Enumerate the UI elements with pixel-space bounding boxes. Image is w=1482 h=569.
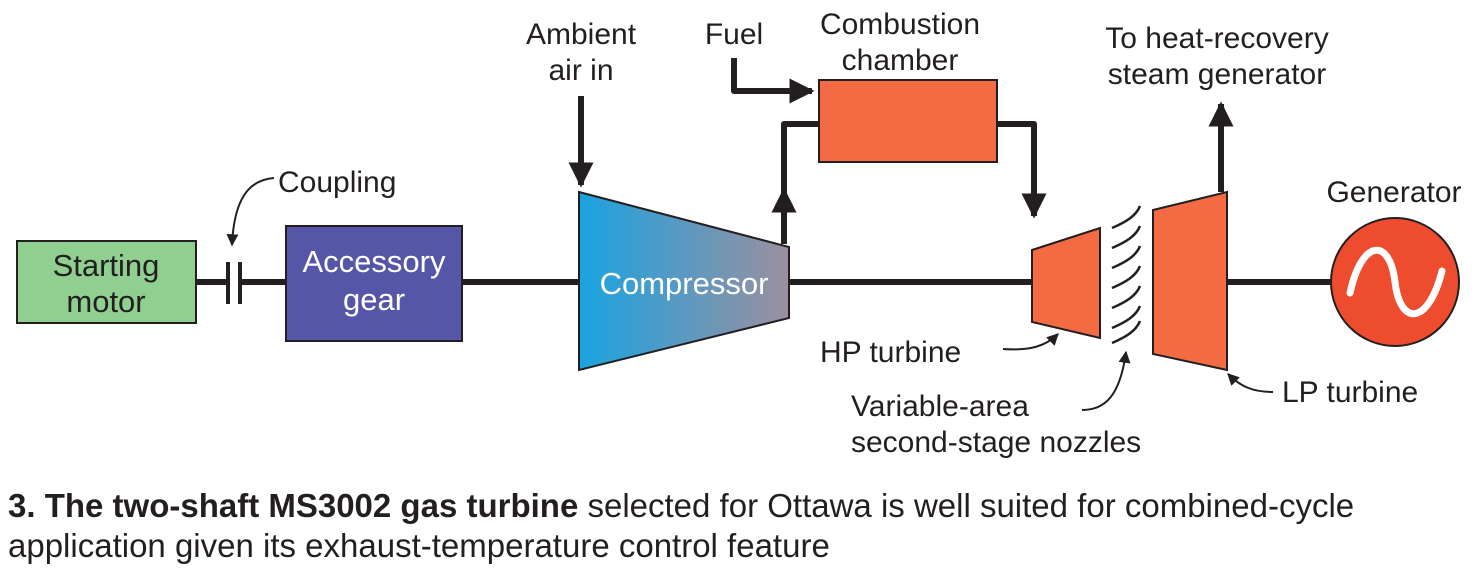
starting-motor-label-line2: motor bbox=[66, 284, 145, 319]
coupling-leader bbox=[226, 177, 275, 247]
compressor: Compressor bbox=[578, 190, 790, 372]
gas-turbine-diagram: Starting motor Accessory gear Compressor bbox=[16, 8, 1462, 459]
generator bbox=[1330, 217, 1460, 347]
lp-turbine-label: LP turbine bbox=[1282, 376, 1418, 409]
caption-title: The two-shaft MS3002 gas turbine bbox=[44, 487, 579, 524]
fuel-label: Fuel bbox=[705, 18, 763, 51]
accessory-gear-label-line1: Accessory bbox=[303, 244, 446, 279]
lp-turbine-leader bbox=[1227, 373, 1274, 393]
figure-caption: 3. The two-shaft MS3002 gas turbine sele… bbox=[8, 486, 1468, 566]
combustion-chamber bbox=[818, 79, 998, 163]
nozzle-vane-icon bbox=[1111, 205, 1142, 345]
nozzles-leader bbox=[1081, 350, 1131, 411]
nozzles-label-line2: second-stage nozzles bbox=[851, 426, 1141, 459]
starting-motor-label-line1: Starting bbox=[53, 248, 160, 283]
heat-recovery-label-line1: To heat-recovery bbox=[1105, 22, 1328, 55]
lp-turbine bbox=[1152, 190, 1228, 372]
combustion-to-hp-arrow-icon bbox=[997, 121, 1047, 219]
ambient-air-label-line2: air in bbox=[548, 54, 613, 87]
caption-number: 3. bbox=[8, 487, 36, 524]
hp-turbine-leader bbox=[1002, 333, 1059, 351]
compressor-to-combustion-arrow-icon bbox=[781, 121, 819, 244]
caption-text: selected for Ottawa is well suited for c… bbox=[8, 487, 1355, 564]
compressor-label: Compressor bbox=[600, 266, 769, 301]
flow-lines bbox=[568, 58, 1234, 244]
ambient-air-label-line1: Ambient bbox=[526, 18, 637, 51]
accessory-gear-label-line2: gear bbox=[343, 282, 405, 317]
hp-turbine-label: HP turbine bbox=[820, 336, 961, 369]
generator-label: Generator bbox=[1326, 176, 1461, 209]
coupling-label: Coupling bbox=[278, 166, 396, 199]
leader-lines bbox=[226, 177, 1274, 411]
nozzles-label-line1: Variable-area bbox=[851, 390, 1029, 423]
coupling-symbol bbox=[226, 262, 242, 304]
accessory-gear: Accessory gear bbox=[285, 225, 463, 342]
combustion-chamber-label-line1: Combustion bbox=[820, 8, 980, 41]
combustion-chamber-label-line2: chamber bbox=[842, 44, 959, 77]
sine-wave-icon bbox=[1346, 246, 1446, 318]
hp-turbine bbox=[1031, 226, 1101, 340]
heat-recovery-label-line2: steam generator bbox=[1108, 58, 1326, 91]
fuel-arrow-icon bbox=[731, 58, 815, 104]
starting-motor: Starting motor bbox=[16, 240, 197, 324]
